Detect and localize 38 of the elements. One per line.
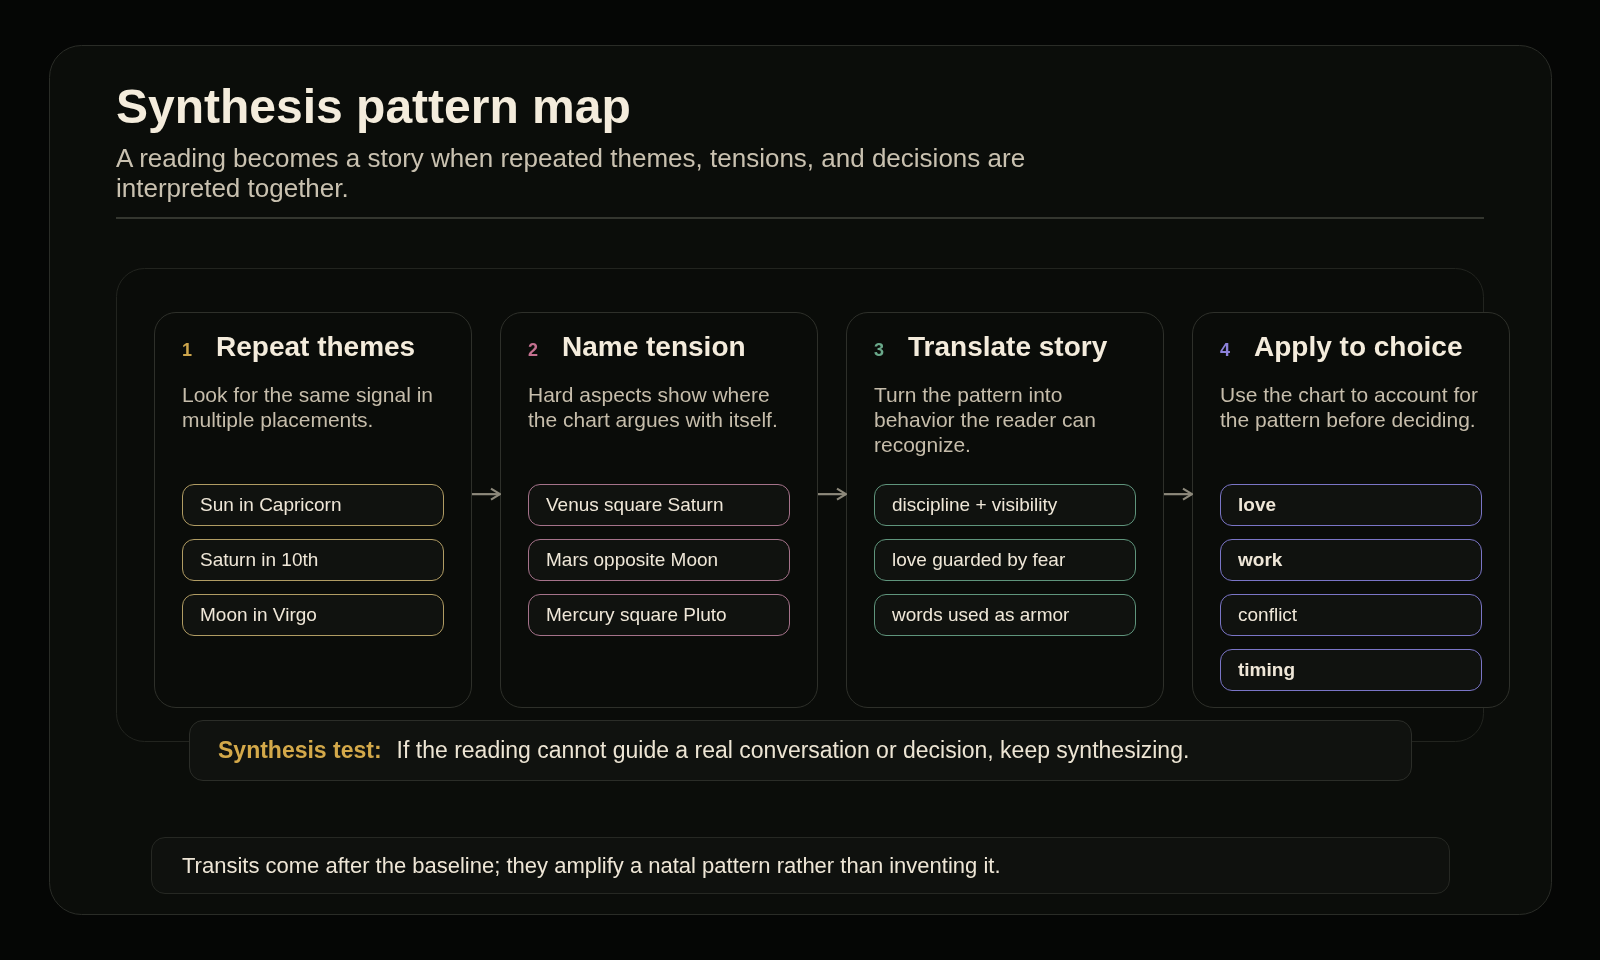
tag-pill: Mars opposite Moon bbox=[528, 539, 790, 581]
step-number: 2 bbox=[528, 339, 539, 362]
note-panel: Transits come after the baseline; they amplify a natal pattern rather than inventing it. bbox=[151, 837, 1450, 894]
tag-pill: Mercury square Pluto bbox=[528, 594, 790, 636]
subtitle: A reading becomes a story when repeated themes, tensions, and decisions are interpreted together. bbox=[116, 143, 1027, 203]
step-card bbox=[154, 312, 472, 708]
callout-label: Synthesis test: bbox=[218, 737, 382, 764]
step-number: 3 bbox=[874, 339, 885, 362]
tag-pill: love bbox=[1220, 484, 1482, 526]
step-card bbox=[500, 312, 818, 708]
tag-pill: Venus square Saturn bbox=[528, 484, 790, 526]
callout-text: If the reading cannot guide a real conversation or decision, keep synthesizing. bbox=[396, 737, 1190, 764]
tag-pill: discipline + visibility bbox=[874, 484, 1136, 526]
title: Synthesis pattern map bbox=[116, 79, 631, 135]
tag-pill: Saturn in 10th bbox=[182, 539, 444, 581]
tag-pill: love guarded by fear bbox=[874, 539, 1136, 581]
step-description: Hard aspects show where the chart argues with itself. bbox=[528, 382, 779, 432]
arrow bbox=[818, 487, 848, 501]
tag-pill: conflict bbox=[1220, 594, 1482, 636]
step-heading: Name tension bbox=[562, 330, 746, 364]
step-heading: Apply to choice bbox=[1254, 330, 1463, 364]
step-card bbox=[1192, 312, 1510, 708]
step-description: Turn the pattern into behavior the reader can recognize. bbox=[874, 382, 1097, 457]
step-number: 4 bbox=[1220, 339, 1231, 362]
tag-pill: timing bbox=[1220, 649, 1482, 691]
tag-pill: Moon in Virgo bbox=[182, 594, 444, 636]
step-description: Use the chart to account for the pattern before deciding. bbox=[1220, 382, 1479, 432]
tag-pill: words used as armor bbox=[874, 594, 1136, 636]
step-number: 1 bbox=[182, 339, 193, 362]
callout-panel bbox=[189, 720, 1412, 781]
step-description: Look for the same signal in multiple placements. bbox=[182, 382, 434, 432]
step-heading: Translate story bbox=[908, 330, 1108, 364]
step-card bbox=[846, 312, 1164, 708]
tag-pill: Sun in Capricorn bbox=[182, 484, 444, 526]
step-heading: Repeat themes bbox=[216, 330, 416, 364]
arrow bbox=[472, 487, 502, 501]
arrow bbox=[1164, 487, 1194, 501]
tag-pill: work bbox=[1220, 539, 1482, 581]
